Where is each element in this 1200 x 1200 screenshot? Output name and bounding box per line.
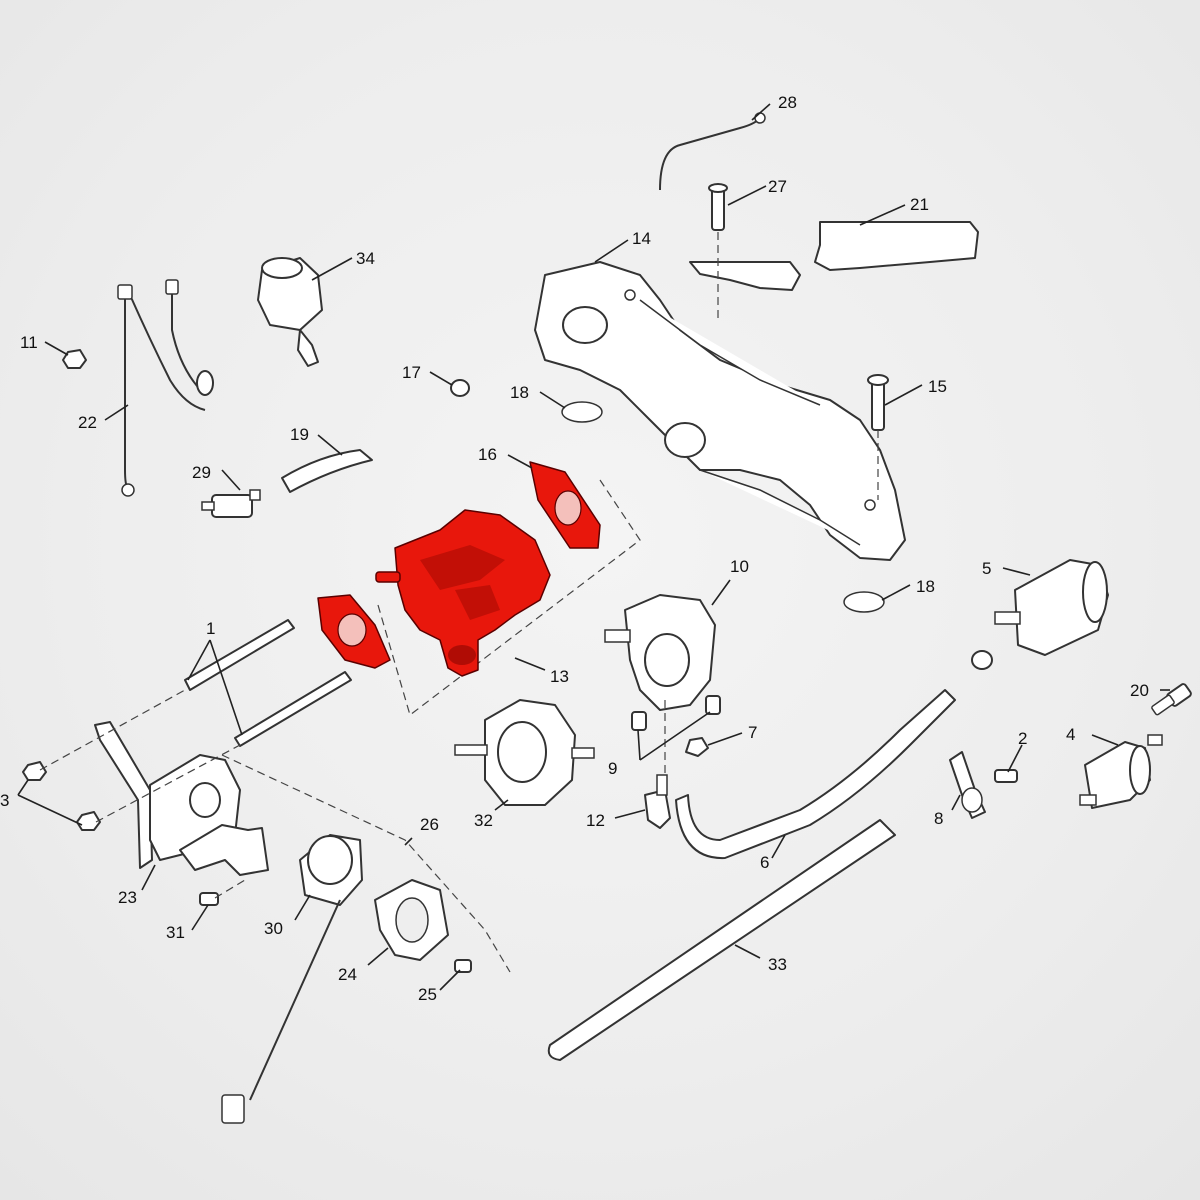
part-1-stud	[184, 619, 352, 747]
part-9-screw	[631, 695, 721, 731]
callout-9: 9	[608, 759, 617, 778]
part-17-fitting	[450, 379, 470, 397]
part-33-hose	[547, 819, 896, 1061]
callout-29: 29	[192, 463, 211, 482]
part-14-intake-manifold	[534, 261, 906, 561]
callout-32: 32	[474, 811, 493, 830]
part-5-fuel-filter	[994, 559, 1109, 656]
part-30-sensor	[221, 834, 363, 1124]
callout-27: 27	[768, 177, 787, 196]
callout-1: 1	[206, 619, 215, 638]
part-2-screw	[994, 769, 1018, 783]
part-13-carburetor	[375, 479, 641, 717]
callout-12: 12	[586, 811, 605, 830]
callout-2: 2	[1018, 729, 1027, 748]
carburetor-gasket	[317, 594, 391, 669]
part-6-fuel-hose	[675, 689, 956, 860]
part-15-bolt	[867, 374, 889, 500]
callout-13: 13	[550, 667, 569, 686]
part-23-adapter	[94, 721, 269, 876]
callout-34: 34	[356, 249, 375, 268]
callout-5: 5	[982, 559, 991, 578]
callout-8: 8	[934, 809, 943, 828]
callout-6: 6	[760, 853, 769, 872]
callout-33: 33	[768, 955, 787, 974]
callout-20: 20	[1130, 681, 1149, 700]
callout-25: 25	[418, 985, 437, 1004]
callout-23: 23	[118, 888, 137, 907]
part-7-clamp	[685, 737, 709, 757]
part-26-assembly-outline	[221, 754, 511, 973]
callout-19: 19	[290, 425, 309, 444]
callout-26: 26	[420, 815, 439, 834]
part-31-bolt	[199, 879, 246, 906]
part-11-nut	[62, 349, 87, 369]
callout-labels: 28 27 21 14 34 11 22 17 18 19 29 16 15 1…	[0, 93, 1149, 1004]
callout-4: 4	[1066, 725, 1075, 744]
part-27-bolt	[708, 183, 728, 231]
leader-lines	[17, 103, 1170, 991]
callout-16: 16	[478, 445, 497, 464]
part-22-wire-harness	[117, 279, 214, 497]
callout-3: 3	[0, 791, 9, 810]
callout-17: 17	[402, 363, 421, 382]
callout-18: 18	[510, 383, 529, 402]
part-32-fuel-pump	[454, 699, 595, 806]
callout-11: 11	[20, 333, 38, 352]
part-4-inline-filter	[1079, 734, 1163, 809]
part-24-clamp	[374, 879, 449, 961]
part-8-clip	[949, 751, 986, 819]
part-28-wire	[659, 112, 766, 191]
callout-28: 28	[778, 93, 797, 112]
part-34-solenoid	[257, 257, 323, 367]
part-21-bracket	[689, 221, 979, 320]
callout-31: 31	[166, 923, 185, 942]
part-18-o-ring	[561, 401, 885, 613]
hose-clamp	[971, 650, 993, 670]
part-19-hose	[281, 449, 373, 493]
callout-15: 15	[928, 377, 947, 396]
callout-10: 10	[730, 557, 749, 576]
part-29-valve	[201, 489, 261, 518]
part-25-screw	[454, 959, 472, 973]
callout-7: 7	[748, 723, 757, 742]
callout-30: 30	[264, 919, 283, 938]
callout-22: 22	[78, 413, 97, 432]
callout-18-right: 18	[916, 577, 935, 596]
callout-24: 24	[338, 965, 357, 984]
part-16-gasket	[529, 461, 601, 549]
part-20-bolt	[1151, 683, 1192, 716]
callout-21: 21	[910, 195, 929, 214]
part-12-fitting	[644, 774, 671, 829]
part-10-filter-housing	[604, 594, 716, 780]
callout-14: 14	[632, 229, 651, 248]
